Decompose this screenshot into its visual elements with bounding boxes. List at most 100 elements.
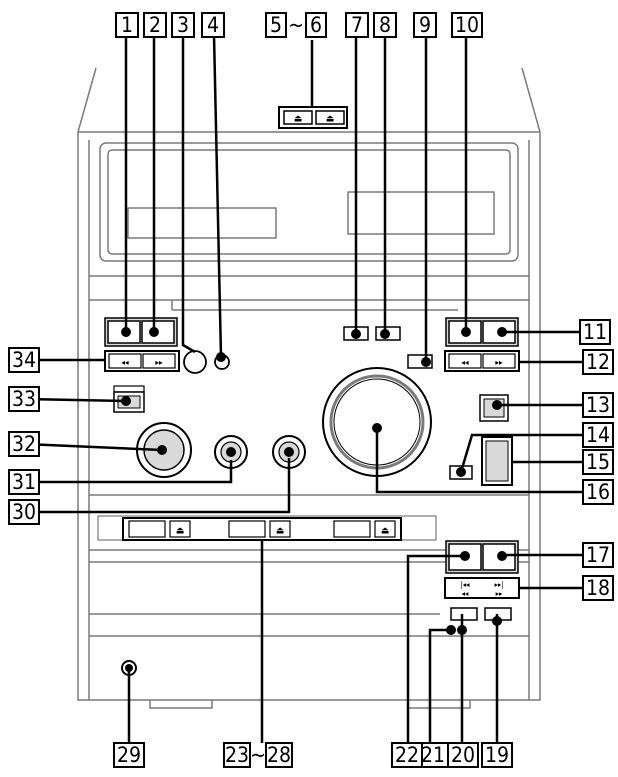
left-deck-controls: ◂◂ ▸▸ (104, 317, 306, 478)
callout-c8: 8 (373, 12, 397, 38)
callout-box (582, 542, 614, 568)
leader-dots (121, 327, 507, 672)
callout-box (143, 12, 167, 38)
right-deck-rewind-button[interactable] (448, 353, 482, 369)
callout-number: 23 (225, 743, 249, 767)
callout-number: 16 (586, 480, 610, 504)
unit-body (77, 67, 541, 709)
callout-c15: 15 (582, 449, 614, 475)
callout-c3: 3 (171, 12, 195, 38)
callout-box (447, 742, 479, 768)
callout-c18: 18 (582, 575, 614, 601)
callout-box (582, 392, 614, 418)
callout-number: 7 (351, 13, 363, 37)
left-display-window (127, 207, 277, 239)
callout-c12: 12 (582, 349, 614, 375)
callout-number: 2 (149, 13, 161, 37)
disc-1-eject-button[interactable] (169, 520, 191, 538)
callout-c19: 19 (481, 742, 513, 768)
callout-box (8, 499, 40, 525)
callout-box (8, 386, 40, 412)
callout-number: ~ (250, 743, 266, 767)
callout-c11: 11 (579, 319, 611, 345)
callout-box (582, 449, 614, 475)
callout-c13: 13 (582, 392, 614, 418)
callout-c31: 31 (8, 469, 40, 495)
top-eject-button-6[interactable] (315, 110, 345, 125)
callout-c5: 5 (265, 12, 287, 38)
callout-box (582, 422, 614, 448)
callout-box (345, 12, 369, 38)
fast-forward-icon: ▸▸ (495, 358, 503, 367)
disc-1-button[interactable] (128, 520, 166, 538)
callout-number: 6 (310, 13, 322, 37)
callout-c28: 28 (265, 742, 293, 768)
right-deck-controls: ◂◂ ▸▸ (444, 317, 520, 486)
callout-box (579, 319, 611, 345)
callout-c29: 29 (113, 742, 145, 768)
callout-number: 32 (12, 432, 36, 456)
callout-box (265, 742, 293, 768)
left-deck-ff-button[interactable] (142, 353, 176, 369)
callout-number: 20 (451, 743, 475, 767)
callout-box (582, 349, 614, 375)
cd-controls: |◂◂ ▸▸| ◂◂ ▸▸ (444, 540, 520, 621)
callout-number: 31 (12, 470, 36, 494)
callout-box (8, 469, 40, 495)
callout-number: 10 (455, 13, 479, 37)
callout-number: 4 (207, 13, 219, 37)
knob-3[interactable] (183, 350, 207, 374)
callout-c23: 23 (223, 742, 251, 768)
callout-c34: 34 (8, 347, 40, 373)
callout-number: 12 (586, 350, 610, 374)
fast-forward-icon: ▸▸ (155, 358, 163, 367)
callout-number: 30 (12, 500, 36, 524)
rewind-icon: ◂◂ (121, 358, 129, 367)
disc-3-eject-button[interactable] (374, 520, 396, 538)
callout-c10: 10 (451, 12, 483, 38)
callout-c33: 33 (8, 386, 40, 412)
callout-box (8, 347, 40, 373)
callout-c7: 7 (345, 12, 369, 38)
callout-box (201, 12, 225, 38)
callout-c14: 14 (582, 422, 614, 448)
top-eject-buttons: ⏏ ⏏ (278, 106, 348, 129)
left-deck-rewind-button[interactable] (108, 353, 142, 369)
callout-number: 18 (586, 576, 610, 600)
callout-number: 34 (12, 348, 36, 372)
callout-number: 33 (12, 387, 36, 411)
callout-c22: 22 (391, 742, 423, 768)
callout-number: 28 (267, 743, 291, 767)
callout-c2: 2 (143, 12, 167, 38)
callout-number: 11 (583, 320, 607, 344)
previous-track-icon: |◂◂ (460, 580, 470, 589)
top-eject-button-5[interactable] (283, 110, 313, 125)
callout-number: 22 (395, 743, 419, 767)
callout-c20: 20 (447, 742, 479, 768)
disc-3-button[interactable] (333, 520, 371, 538)
callout-number: 14 (586, 423, 610, 447)
callout-number: 15 (586, 450, 610, 474)
disc-tray-buttons: ⏏ ⏏ ⏏ (122, 517, 402, 541)
callout-c23-28-tilde: ~ (250, 743, 266, 767)
callout-number: 21 (421, 743, 445, 767)
leader-lines (24, 34, 583, 743)
callout-c5-6-tilde: ~ (288, 13, 304, 37)
cd-prev-button[interactable] (450, 607, 478, 621)
eject-icon: ⏏ (326, 114, 335, 125)
callout-number: 1 (121, 13, 133, 37)
callout-number: ~ (288, 13, 304, 37)
right-display-window (347, 191, 495, 235)
disc-2-eject-button[interactable] (269, 520, 291, 538)
callout-c30: 30 (8, 499, 40, 525)
right-deck-ff-button[interactable] (482, 353, 516, 369)
callout-number: 19 (485, 743, 509, 767)
callout-number: 8 (379, 13, 391, 37)
disc-2-button[interactable] (228, 520, 266, 538)
callout-c17: 17 (582, 542, 614, 568)
eject-icon: ⏏ (294, 114, 303, 125)
eject-icon: ⏏ (276, 526, 285, 537)
